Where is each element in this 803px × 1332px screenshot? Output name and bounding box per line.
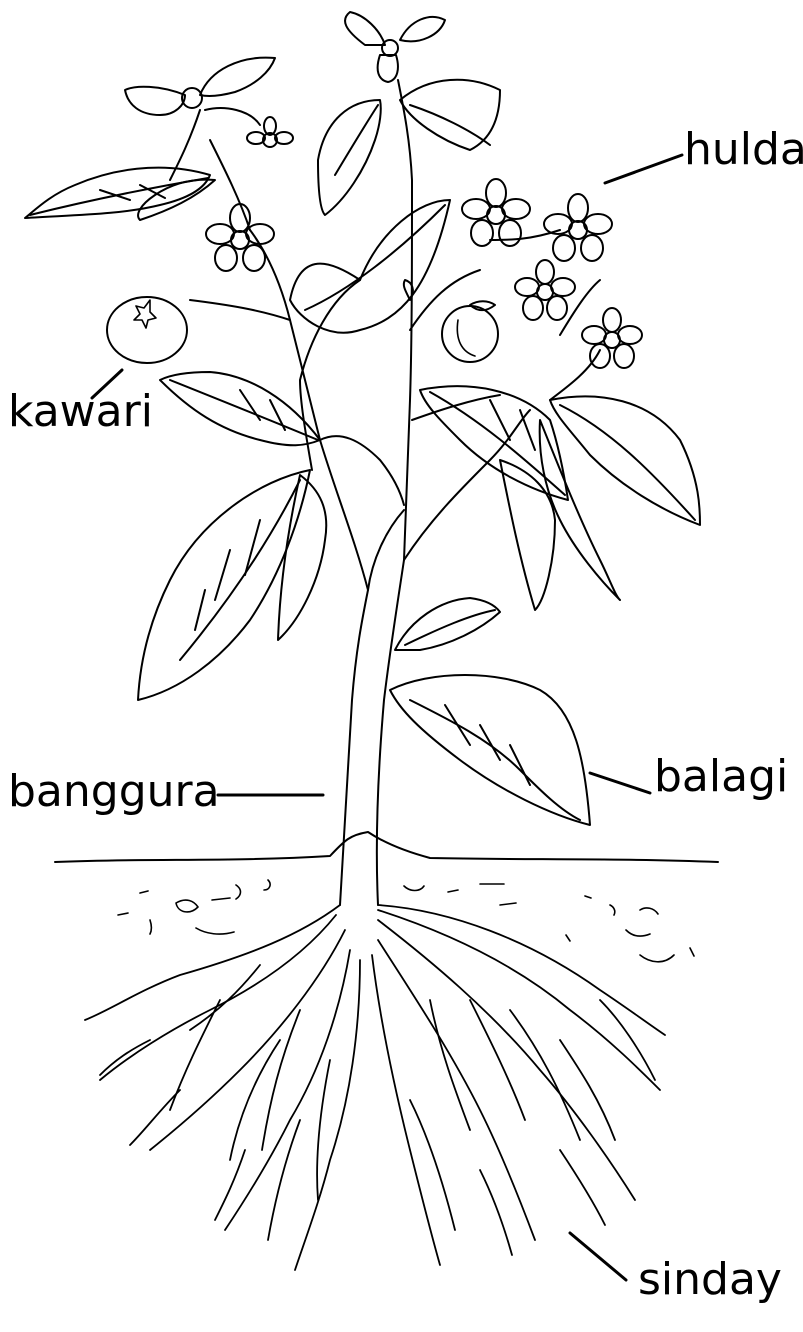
- label-leaf: balagi: [654, 755, 788, 799]
- label-roots: sinday: [638, 1258, 782, 1302]
- label-fruit: kawari: [8, 390, 153, 434]
- fruits: [107, 297, 498, 363]
- leader-line-roots: [570, 1233, 626, 1280]
- leader-lines: [92, 155, 682, 1280]
- roots: [85, 905, 665, 1270]
- label-stem: banggura: [8, 770, 220, 814]
- main-stem: [377, 80, 412, 905]
- main-stem: [250, 230, 368, 905]
- label-flower: hulda: [684, 128, 803, 172]
- leader-line-leaf: [590, 773, 650, 793]
- leader-line-flower: [605, 155, 682, 183]
- ground-line: [55, 832, 718, 862]
- soil-specks: [118, 880, 694, 962]
